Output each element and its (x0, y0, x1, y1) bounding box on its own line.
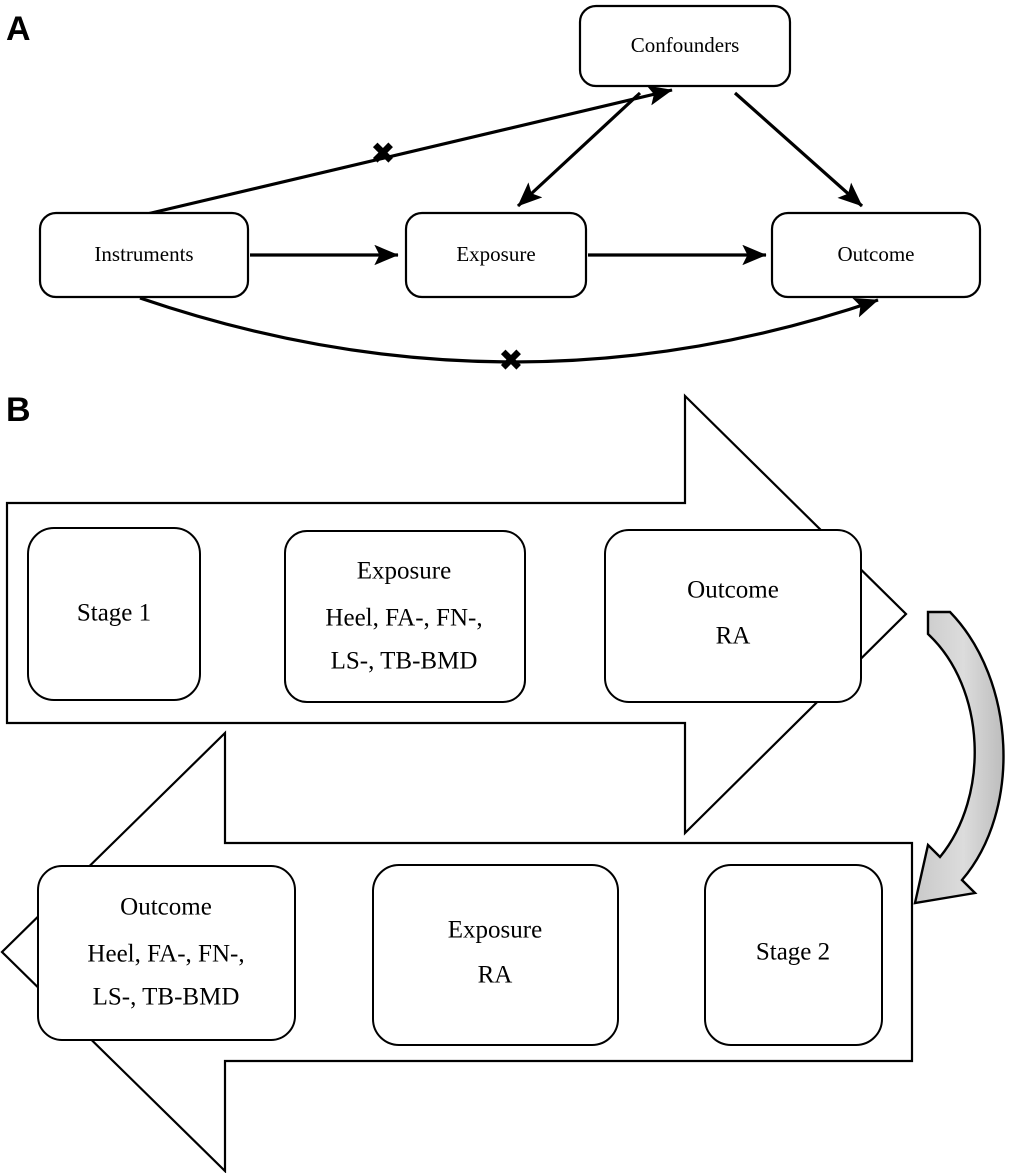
panel-a-nodes: Confounders Instruments Exposure Outcome (38, 4, 982, 299)
edge-confounders-to-outcome (733, 91, 864, 208)
node-stage-one-exposure-box[interactable] (284, 530, 526, 703)
panel-label-b: B (6, 391, 31, 429)
node-stage-one-exposure[interactable]: Exposure Heel, FA-, FN-, LS-, TB-BMD (284, 530, 526, 703)
node-stage-one-exposure-line-2: LS-, TB-BMD (331, 648, 478, 675)
node-stage-1-label: Stage 1 (77, 600, 151, 627)
node-stage-2[interactable]: Stage 2 (704, 864, 883, 1046)
blocked-path-cross-icon-2: ✖ (498, 344, 523, 379)
node-outcome-label: Outcome (838, 242, 915, 266)
node-exposure-label: Exposure (456, 242, 535, 266)
node-instruments[interactable]: Instruments (38, 211, 250, 299)
edge-confounders-to-exposure (516, 91, 642, 208)
node-confounders-label: Confounders (631, 33, 740, 57)
node-stage-two-exposure-line-1: RA (478, 962, 513, 989)
node-stage-two-exposure-title: Exposure (448, 917, 542, 944)
panel-label-a: A (6, 10, 31, 48)
node-stage-two-exposure[interactable]: Exposure RA (372, 864, 619, 1046)
node-stage-two-outcome[interactable]: Outcome Heel, FA-, FN-, LS-, TB-BMD (37, 865, 296, 1041)
node-stage-two-outcome-line-1: Heel, FA-, FN-, (87, 941, 244, 968)
node-confounders[interactable]: Confounders (578, 4, 792, 88)
node-confounders-box[interactable] (578, 4, 792, 88)
node-instruments-box[interactable] (38, 211, 250, 299)
panel-a-edges (139, 85, 879, 364)
curved-loop-arrow-shape (913, 610, 1005, 905)
node-stage-two-outcome-line-2: LS-, TB-BMD (93, 984, 240, 1011)
panel-b-group: B Stage 1 Exposure Heel, FA-, FN-, LS-, … (0, 391, 1005, 1173)
node-stage-one-exposure-title: Exposure (357, 558, 451, 585)
panel-a-cross-marks: ✖ ✖ (370, 137, 523, 379)
node-outcome[interactable]: Outcome (770, 211, 982, 299)
node-stage-one-outcome[interactable]: Outcome RA (604, 529, 862, 703)
node-exposure[interactable]: Exposure (404, 211, 588, 299)
node-stage-one-outcome-line-1: RA (716, 623, 751, 650)
edge-instruments-to-confounders (146, 85, 673, 216)
node-stage-one-exposure-line-1: Heel, FA-, FN-, (325, 605, 482, 632)
node-stage-1-box[interactable] (27, 527, 201, 701)
node-exposure-box[interactable] (404, 211, 588, 299)
node-stage-two-outcome-title: Outcome (120, 894, 212, 921)
curved-loop-arrow (913, 610, 1005, 905)
node-outcome-box[interactable] (770, 211, 982, 299)
stage-two-nodes: Outcome Heel, FA-, FN-, LS-, TB-BMD Expo… (37, 864, 883, 1046)
node-stage-two-outcome-box[interactable] (37, 865, 296, 1041)
blocked-path-cross-icon-1: ✖ (370, 137, 395, 172)
node-stage-1[interactable]: Stage 1 (27, 527, 201, 701)
node-stage-two-exposure-box[interactable] (372, 864, 619, 1046)
edge-instruments-to-outcome (139, 296, 879, 364)
stage-one-nodes: Stage 1 Exposure Heel, FA-, FN-, LS-, TB… (27, 527, 862, 703)
node-stage-one-outcome-box[interactable] (604, 529, 862, 703)
panel-a-group: A Confounders (6, 4, 982, 379)
node-stage-one-outcome-title: Outcome (687, 577, 779, 604)
node-stage-2-label: Stage 2 (756, 939, 830, 966)
node-stage-2-box[interactable] (704, 864, 883, 1046)
node-instruments-label: Instruments (94, 242, 193, 266)
